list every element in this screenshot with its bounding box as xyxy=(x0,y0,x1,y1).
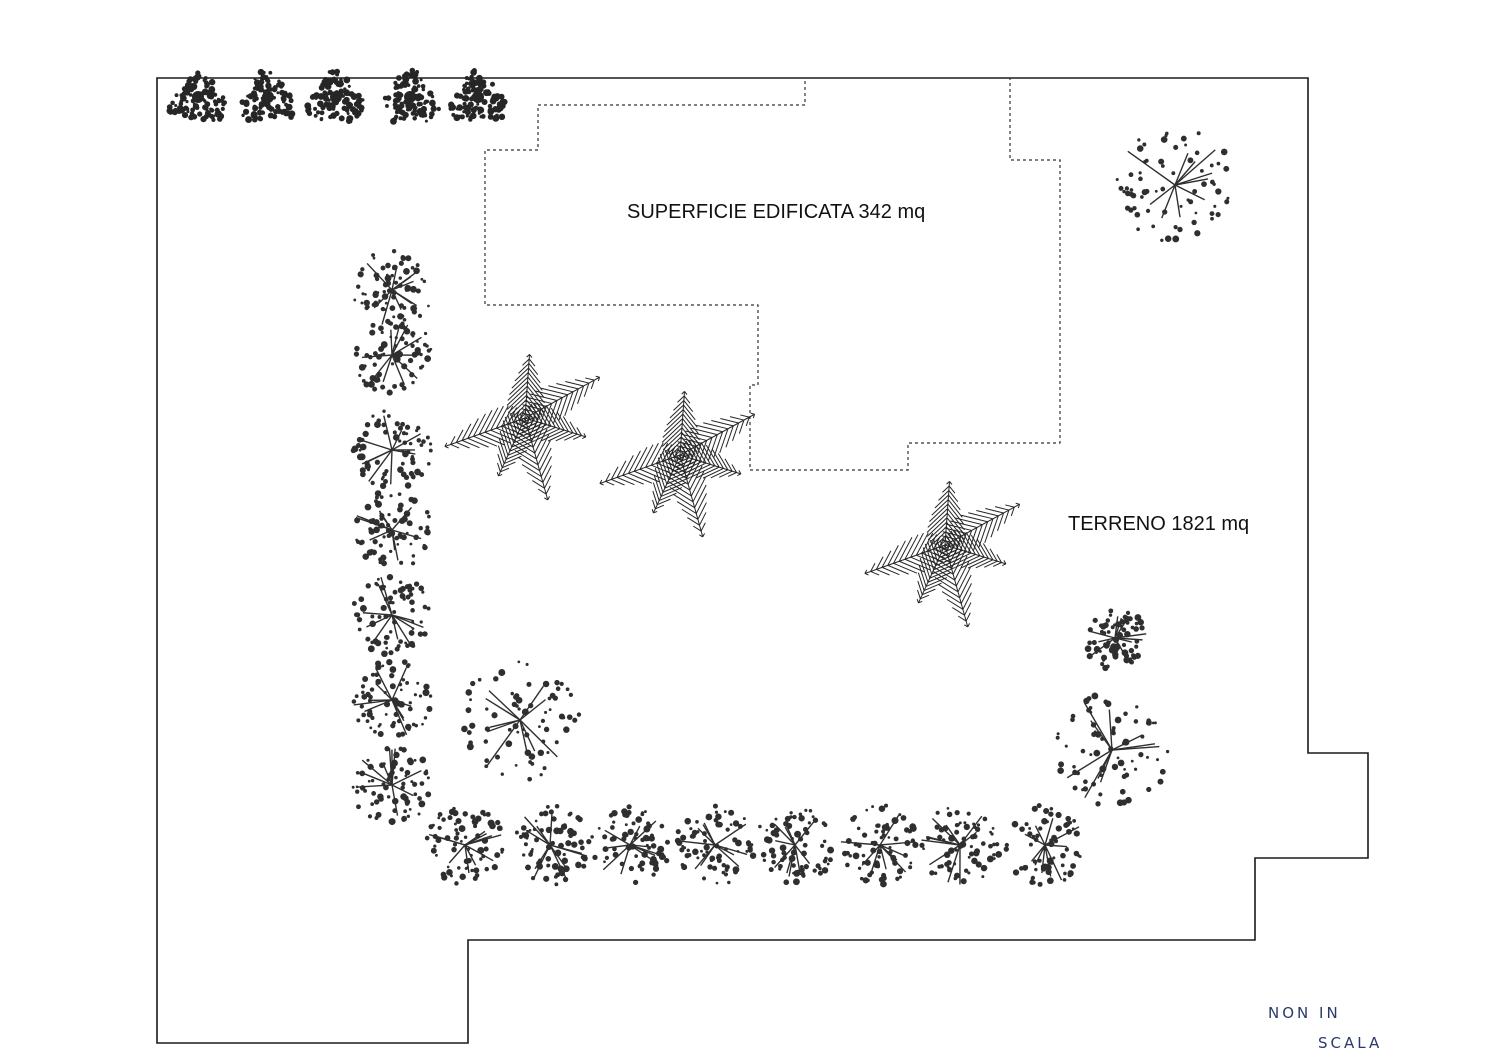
conifer-row xyxy=(166,67,508,125)
conifer-icon xyxy=(239,68,296,124)
palm-icon xyxy=(864,481,1021,628)
built-area-label: SUPERFICIE EDIFICATA 342 mq xyxy=(627,201,925,223)
not-to-scale-note-line1: NON IN xyxy=(1268,1004,1341,1022)
shrub-icon xyxy=(840,803,919,888)
conifer-icon xyxy=(382,67,441,125)
conifer-icon xyxy=(304,68,365,124)
hedge-shrubs xyxy=(350,131,1230,888)
built-area-outline xyxy=(484,77,1061,471)
shrub-icon xyxy=(590,804,670,886)
shrub-icon xyxy=(353,313,433,396)
palm-trees xyxy=(444,354,1021,628)
palm-icon xyxy=(444,354,601,501)
shrub-icon xyxy=(351,746,432,826)
shrub-icon xyxy=(351,573,431,658)
not-to-scale-note-line2: SCALA xyxy=(1318,1034,1382,1052)
shrub-icon xyxy=(424,806,505,886)
palm-icon xyxy=(599,391,756,538)
conifer-icon xyxy=(448,67,508,122)
shrub-icon xyxy=(674,803,757,885)
shrub-icon xyxy=(1115,131,1230,243)
shrub-icon xyxy=(919,806,1003,885)
lot-boundary xyxy=(156,77,1369,1044)
shrub-icon xyxy=(351,658,433,738)
shrub-icon xyxy=(461,660,582,782)
shrub-icon xyxy=(354,490,431,567)
shrub-icon xyxy=(1055,692,1170,807)
shrub-icon xyxy=(1003,803,1082,887)
shrub-icon xyxy=(514,803,592,887)
shrub-icon xyxy=(758,808,835,886)
conifer-icon xyxy=(166,70,227,123)
shrub-icon xyxy=(1084,608,1147,672)
shrub-icon xyxy=(353,249,430,332)
shrub-icon xyxy=(350,409,433,490)
land-area-label: TERRENO 1821 mq xyxy=(1068,513,1249,535)
